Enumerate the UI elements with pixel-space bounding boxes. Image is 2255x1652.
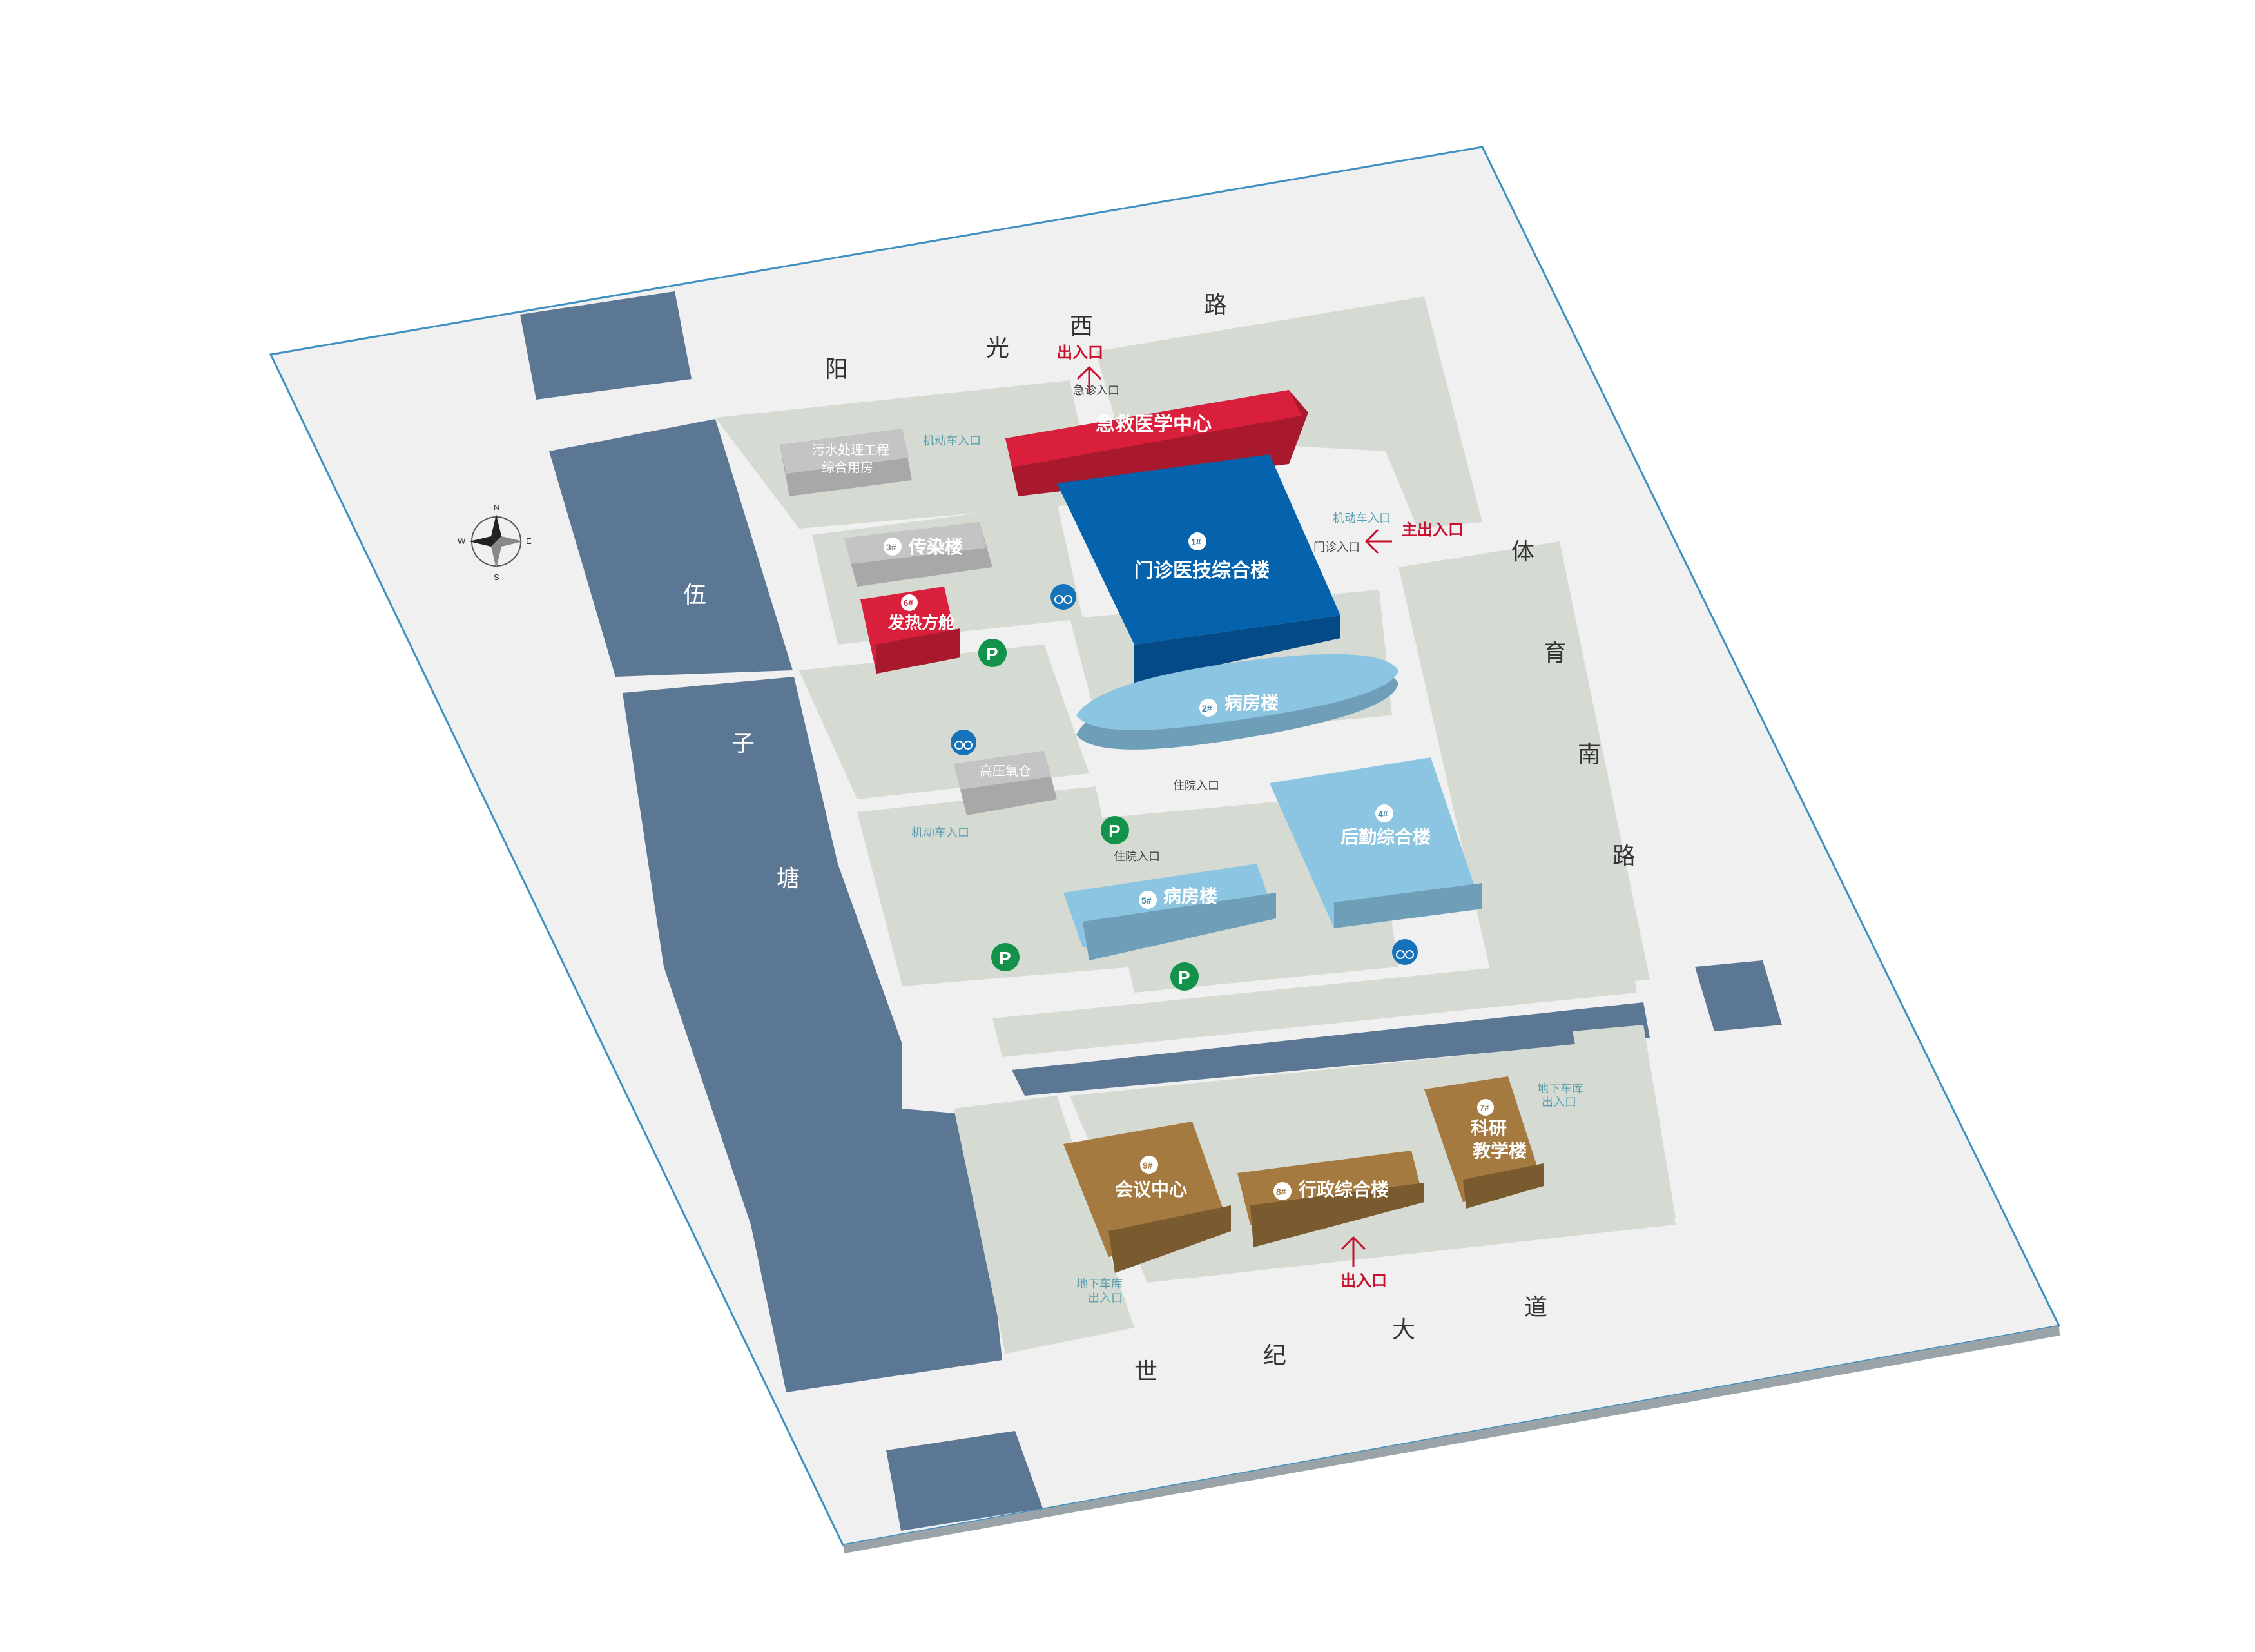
infectious-badge: 3#: [886, 542, 896, 552]
parking-label-3: P: [999, 948, 1011, 968]
conference-badge: 9#: [1143, 1160, 1153, 1171]
road-south-char-1: 世: [1134, 1359, 1157, 1385]
building-conference[interactable]: 9# 会议中心: [1063, 1122, 1231, 1273]
research-badge: 7#: [1480, 1103, 1489, 1113]
outpatient-entry-label: 门诊入口: [1313, 541, 1360, 554]
compass-w: W: [458, 536, 466, 546]
outpatient-label: 门诊医技综合楼: [1134, 559, 1270, 582]
building-ward-2[interactable]: 2# 病房楼: [1076, 654, 1398, 750]
emergency-label: 急救医学中心: [1096, 413, 1212, 436]
water-char-2: 子: [731, 730, 755, 757]
water-bodies: [520, 291, 1782, 1531]
road-north-char-1: 阳: [825, 356, 848, 383]
parking-marker-4: P: [1170, 962, 1199, 991]
parking-label-2: P: [1108, 821, 1121, 841]
logistics-badge: 4#: [1378, 809, 1388, 819]
conference-label: 会议中心: [1115, 1179, 1187, 1200]
bicycle-icon-1: [1050, 584, 1076, 610]
inpatient-entry-label-2: 住院入口: [1114, 850, 1160, 864]
compass-n: N: [494, 503, 499, 512]
bicycle-markers: [951, 584, 1418, 965]
underground-label-1b: 出入口: [1088, 1292, 1123, 1305]
research-label-1: 科研: [1471, 1118, 1507, 1139]
road-east-char-2: 育: [1544, 640, 1567, 666]
sewage-label-2: 综合用房: [822, 460, 873, 475]
north-exit-label: 出入口: [1057, 344, 1103, 362]
ward2-badge: 2#: [1202, 703, 1212, 714]
underground-label-2a: 地下车库: [1537, 1082, 1583, 1096]
parking-marker-2: P: [1101, 816, 1129, 844]
road-north-char-4: 路: [1204, 292, 1227, 318]
north-entry-arrow: [1076, 365, 1102, 394]
road-labels: 阳 光 西 路 体 育 南 路 世 纪 大 道 伍 子 塘: [683, 292, 1636, 1385]
admin-label: 行政综合楼: [1298, 1179, 1389, 1200]
road-east-char-3: 南: [1578, 741, 1601, 768]
underground-label-1a: 地下车库: [1076, 1278, 1123, 1291]
vehicle-entry-label-1: 机动车入口: [923, 434, 981, 448]
parking-marker-3: P: [991, 943, 1020, 971]
road-east-char-4: 路: [1612, 843, 1636, 870]
logistics-label: 后勤综合楼: [1340, 826, 1431, 848]
building-research[interactable]: 7# 科研 教学楼: [1424, 1076, 1544, 1209]
water-char-3: 塘: [777, 866, 800, 892]
road-south-char-2: 纪: [1263, 1343, 1286, 1369]
infectious-label: 传染楼: [908, 536, 963, 558]
ward5-badge: 5#: [1141, 895, 1152, 906]
building-fever[interactable]: 6# 发热方舱: [860, 587, 960, 674]
building-logistics[interactable]: 4# 后勤综合楼: [1270, 757, 1482, 928]
vehicle-entry-label-3: 机动车入口: [911, 826, 969, 840]
outpatient-badge: 1#: [1191, 537, 1201, 547]
underground-label-2b: 出入口: [1542, 1096, 1576, 1109]
parking-marker-1: P: [978, 639, 1007, 667]
building-admin[interactable]: 8# 行政综合楼: [1237, 1151, 1424, 1247]
road-south-char-4: 道: [1524, 1294, 1547, 1321]
building-infectious[interactable]: 3# 传染楼: [844, 522, 992, 587]
vehicle-entry-label-2: 机动车入口: [1333, 512, 1391, 525]
south-entry-arrow: [1340, 1236, 1366, 1267]
parking-markers: P P P P: [978, 639, 1199, 991]
parking-label-1: P: [986, 644, 998, 664]
compass-e: E: [526, 536, 532, 546]
road-south-char-3: 大: [1392, 1317, 1415, 1343]
bicycle-icon-3: [1392, 939, 1418, 965]
building-sewage: 污水处理工程 综合用房: [780, 429, 912, 496]
road-east-char-1: 体: [1511, 539, 1534, 565]
research-label-2: 教学楼: [1473, 1140, 1527, 1161]
entrances: 出入口 急诊入口 机动车入口 机动车入口 机动车入口 主出入口 门诊入口 住院入…: [911, 344, 1583, 1305]
inpatient-entry-label-1: 住院入口: [1173, 779, 1219, 793]
emergency-entry-label: 急诊入口: [1073, 384, 1119, 398]
building-ward-5[interactable]: 5# 病房楼: [1063, 864, 1276, 960]
compass-s: S: [494, 572, 499, 582]
road-north-char-2: 光: [986, 335, 1009, 362]
fever-label: 发热方舱: [887, 613, 956, 633]
building-outpatient[interactable]: 1# 门诊医技综合楼: [1057, 454, 1340, 683]
main-entry-label: 主出入口: [1402, 521, 1464, 539]
fever-badge: 6#: [904, 598, 913, 608]
bicycle-icon-2: [951, 730, 976, 755]
oxygen-label: 高压氧仓: [980, 763, 1031, 779]
parking-label-4: P: [1178, 967, 1190, 987]
ward5-label: 病房楼: [1163, 886, 1217, 907]
road-north-char-3: 西: [1070, 313, 1093, 340]
building-oxygen: 高压氧仓: [954, 751, 1057, 815]
admin-badge: 8#: [1276, 1187, 1286, 1197]
sewage-label-1: 污水处理工程: [812, 442, 889, 458]
ward2-label: 病房楼: [1224, 692, 1279, 714]
south-exit-label: 出入口: [1340, 1272, 1387, 1290]
compass-rose: N E S W: [458, 503, 532, 582]
main-entry-arrow: [1364, 529, 1392, 554]
water-char-1: 伍: [683, 582, 706, 608]
